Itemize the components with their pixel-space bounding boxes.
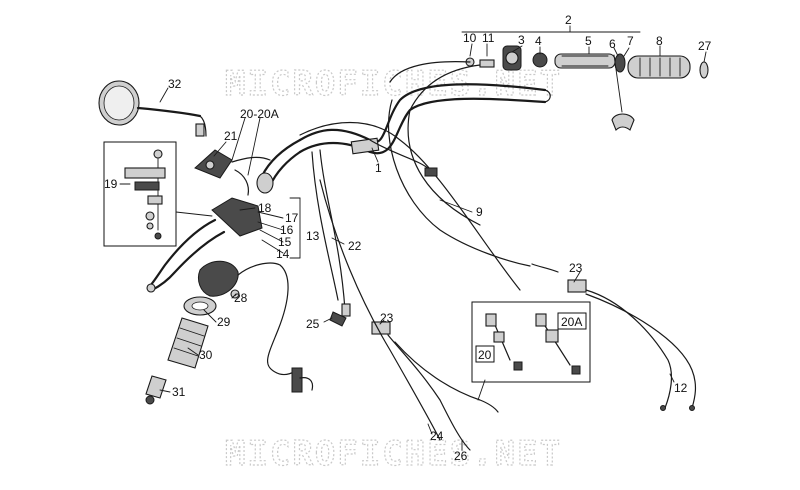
left-grip-assembly: [145, 260, 240, 405]
callout-8: 8: [656, 34, 663, 48]
handlebar: [256, 83, 551, 194]
callout-29: 29: [217, 315, 231, 329]
callout-19: 19: [104, 177, 118, 191]
callout-20-boxed: 20: [478, 348, 492, 362]
callout-30: 30: [199, 348, 213, 362]
callout-23-left: 23: [380, 311, 394, 325]
callout-21: 21: [224, 129, 238, 143]
callout-9: 9: [476, 205, 483, 219]
callout-12: 12: [674, 381, 688, 395]
callout-23-right: 23: [569, 261, 583, 275]
cables: [237, 99, 697, 451]
leader-lines: [119, 25, 707, 451]
callout-15: 15: [278, 235, 292, 249]
detail-box-20: [471, 301, 591, 383]
clutch-lever: [146, 197, 263, 293]
watermark-top: MICROFICHES.NET: [225, 64, 562, 104]
callout-26: 26: [454, 449, 468, 463]
callout-1: 1: [375, 161, 382, 175]
callout-22: 22: [348, 239, 362, 253]
mirror: [98, 80, 207, 137]
callout-16: 16: [280, 223, 294, 237]
detail-box-19: [103, 141, 177, 247]
callout-13: 13: [306, 229, 320, 243]
callout-4: 4: [535, 34, 542, 48]
callout-2: 2: [565, 13, 572, 27]
callout-28: 28: [234, 291, 248, 305]
callout-20-20a: 20-20A: [240, 107, 279, 121]
callout-32: 32: [168, 77, 182, 91]
callouts: 2 10 11 3 4 5 6 7 8 27 1 9 32 20-20A 21 …: [104, 13, 712, 463]
callout-10: 10: [463, 31, 477, 45]
callout-7: 7: [627, 34, 634, 48]
callout-11: 11: [482, 31, 495, 45]
callout-25: 25: [306, 317, 320, 331]
callout-6: 6: [609, 37, 616, 51]
watermark-bottom: MICROFICHES.NET: [225, 434, 562, 474]
callout-14: 14: [276, 247, 290, 261]
throttle-assembly: [389, 45, 709, 131]
callout-27: 27: [698, 39, 712, 53]
callout-31: 31: [172, 385, 186, 399]
callout-18: 18: [258, 201, 272, 215]
callout-20a-boxed: 20A: [561, 315, 582, 329]
callout-5: 5: [585, 34, 592, 48]
callout-17: 17: [285, 211, 299, 225]
callout-3: 3: [518, 33, 525, 47]
callout-24: 24: [430, 429, 444, 443]
